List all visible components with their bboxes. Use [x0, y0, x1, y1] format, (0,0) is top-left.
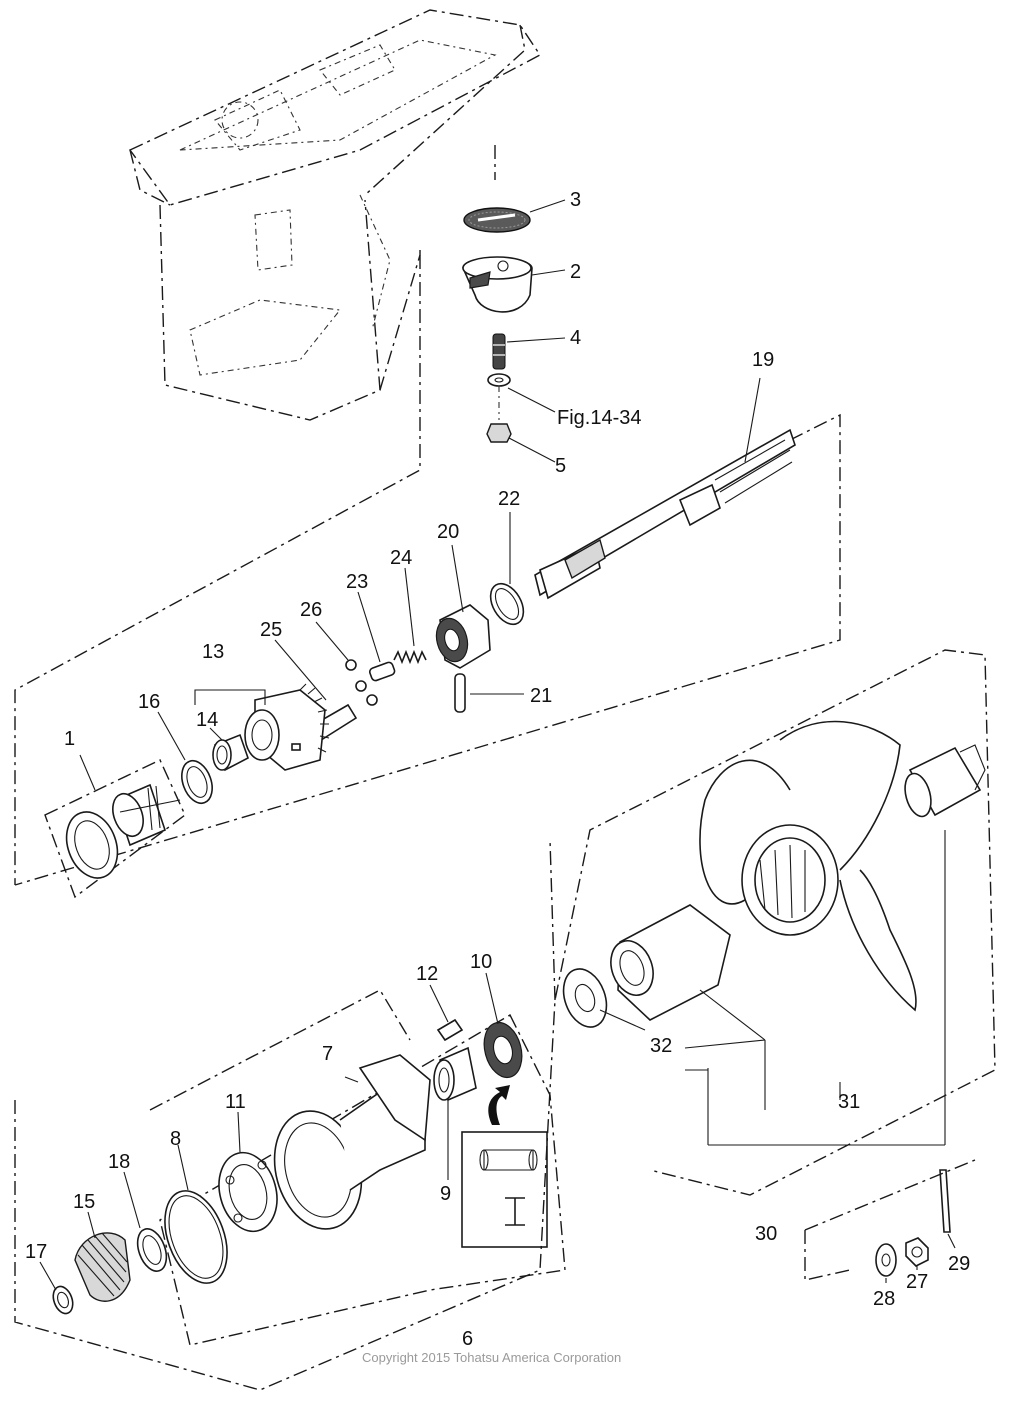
part-9-needle-bearing	[433, 1046, 477, 1180]
part-7-carrier	[273, 1054, 431, 1230]
part-28-washer	[875, 1243, 897, 1283]
label-22: 22	[498, 488, 520, 510]
label-32: 32	[650, 1035, 672, 1057]
part-18-washer	[123, 1171, 168, 1272]
part-22-ring	[489, 512, 525, 626]
part-17-washer	[39, 1261, 74, 1315]
label-31: 31	[838, 1091, 860, 1113]
label-12: 12	[416, 963, 438, 985]
part-14-bearing	[209, 727, 249, 772]
label-15: 15	[73, 1191, 95, 1213]
part-4-needle	[487, 333, 566, 420]
callout-labels: 1 2 3 4 5 Fig.14-34 6 7 8 9 10 11 12 13 …	[25, 189, 970, 1350]
part-29-cotter-pin	[939, 1169, 956, 1249]
part-12-bolt	[429, 984, 464, 1042]
label-24: 24	[390, 547, 412, 569]
part-32-bushing	[562, 904, 766, 1110]
label-28: 28	[873, 1288, 895, 1310]
gear-case-housing	[128, 9, 542, 421]
shaft-group-frame	[14, 255, 841, 886]
label-19: 19	[752, 349, 774, 371]
label-25: 25	[260, 619, 282, 641]
carrier-group-frame	[149, 989, 566, 1346]
part-11-ball-bearing	[218, 1111, 278, 1233]
part-31-hub	[904, 744, 986, 818]
part-3-screen	[463, 199, 566, 233]
part-24-spring	[393, 567, 427, 665]
part-5-nut	[486, 423, 556, 463]
tool-detail-inset	[461, 1085, 548, 1248]
part-8-o-ring	[164, 1144, 228, 1284]
label-11: 11	[225, 1091, 246, 1113]
part-13-forward-gear	[194, 683, 330, 771]
part-23-plunger	[357, 591, 396, 682]
part-15-reverse-gear	[74, 1211, 131, 1302]
label-9: 9	[440, 1183, 451, 1205]
label-16: 16	[138, 691, 160, 713]
label-8: 8	[170, 1128, 181, 1150]
label-4: 4	[570, 327, 581, 349]
label-1: 1	[64, 728, 75, 750]
label-29: 29	[948, 1253, 970, 1275]
part-16-o-ring	[157, 711, 213, 805]
nut-group-frame	[804, 1159, 976, 1281]
label-18: 18	[108, 1151, 130, 1173]
propeller-group-frame	[14, 649, 996, 1391]
part-1-taper-bearing	[44, 754, 186, 899]
label-30: 30	[755, 1223, 777, 1245]
part-20-clutch	[435, 544, 491, 669]
part-10-oil-seal	[483, 972, 523, 1079]
copyright-text: Copyright 2015 Tohatsu America Corporati…	[362, 1350, 621, 1365]
label-6: 6	[462, 1328, 473, 1350]
label-7: 7	[322, 1043, 333, 1065]
part-2-cap	[462, 256, 566, 313]
label-3: 3	[570, 189, 581, 211]
part-19-propeller-shaft	[534, 377, 796, 600]
label-17: 17	[25, 1241, 47, 1263]
label-26: 26	[300, 599, 322, 621]
label-10: 10	[470, 951, 492, 973]
label-27: 27	[906, 1271, 928, 1293]
label-fig-ref: Fig.14-34	[557, 407, 642, 429]
label-14: 14	[196, 709, 218, 731]
label-13: 13	[202, 641, 224, 663]
label-20: 20	[437, 521, 459, 543]
label-21: 21	[530, 685, 552, 707]
part-21-pin	[454, 673, 524, 713]
part-31-propeller	[699, 720, 946, 1146]
part-27-nut	[905, 1237, 929, 1270]
label-23: 23	[346, 571, 368, 593]
label-5: 5	[555, 455, 566, 477]
part-26-balls	[315, 621, 378, 706]
label-2: 2	[570, 261, 581, 283]
